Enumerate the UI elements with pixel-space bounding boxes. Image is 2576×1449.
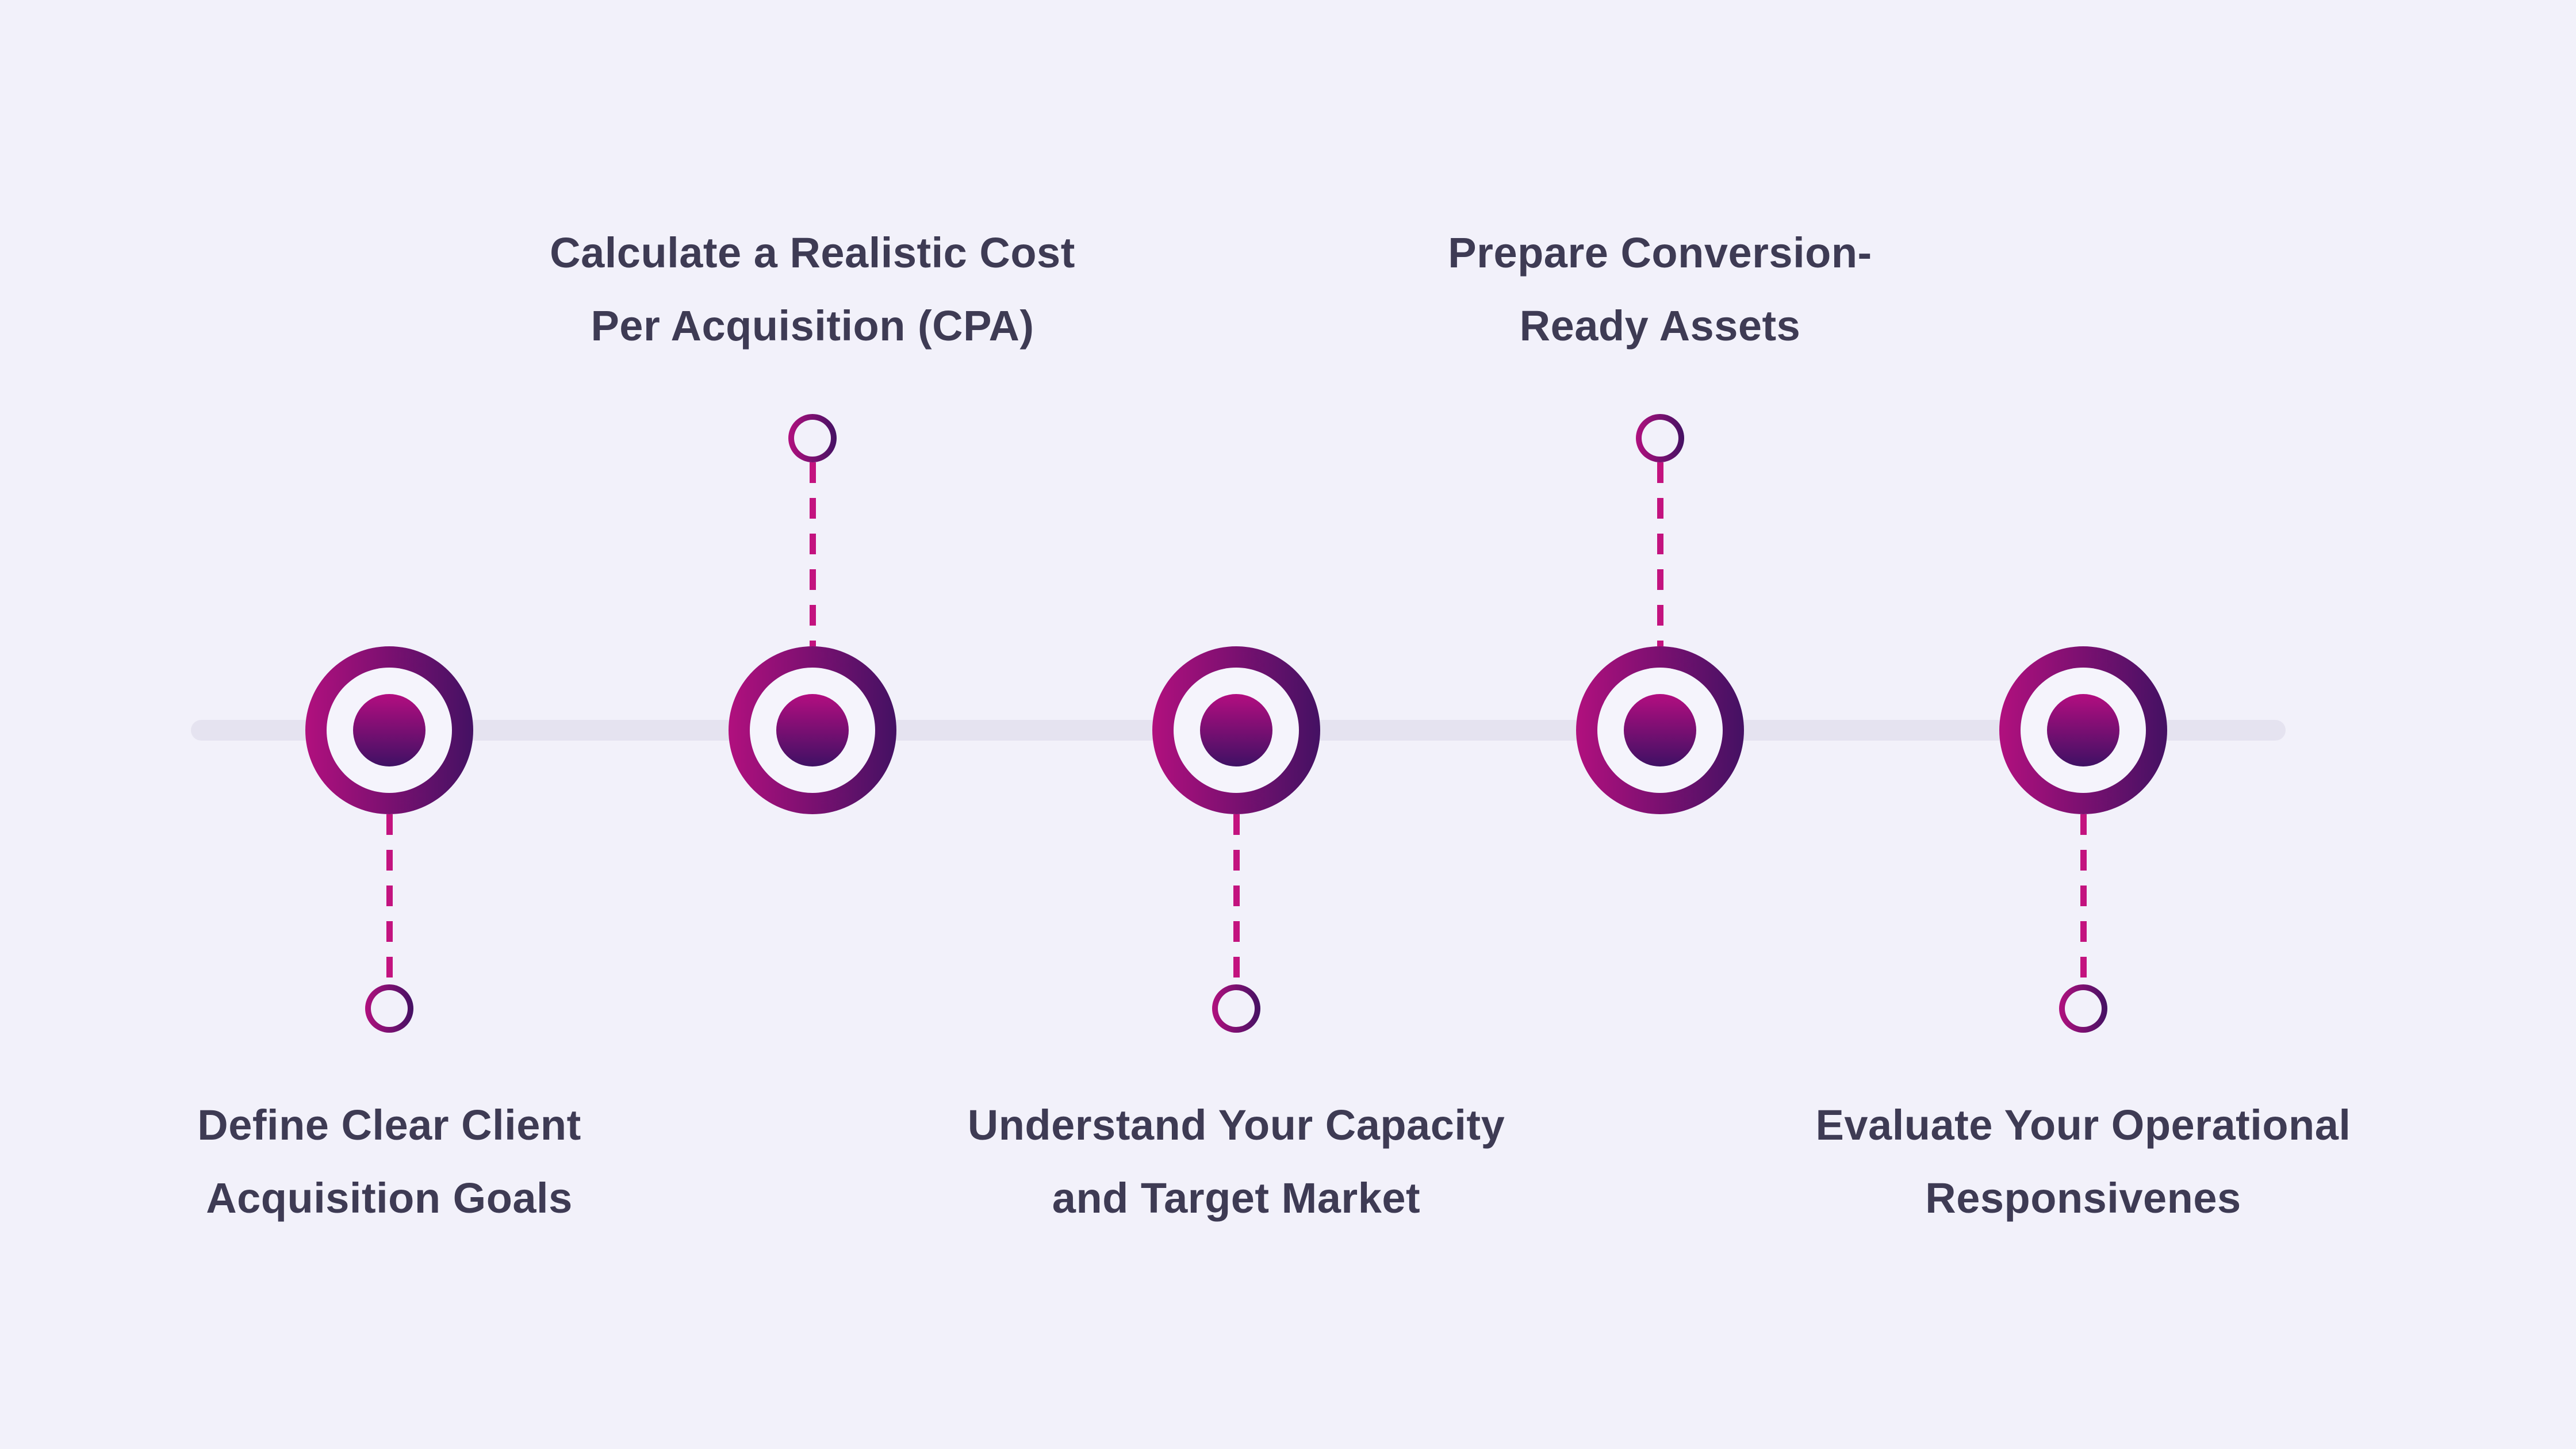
- step-label-line-2: Acquisition Goals: [206, 1174, 573, 1222]
- endpoint-inner: [794, 420, 831, 457]
- connector-endpoint-circle-icon: [365, 984, 413, 1033]
- step-label-line-2: Responsivenes: [1925, 1174, 2241, 1222]
- dashed-connector-line: [809, 462, 816, 646]
- step-label-line-2: Per Acquisition (CPA): [591, 302, 1034, 350]
- endpoint-inner: [2065, 990, 2102, 1027]
- dashed-connector-line: [386, 814, 393, 984]
- endpoint-inner: [1642, 420, 1678, 457]
- dashed-connector-line: [2080, 814, 2087, 984]
- timeline-node-icon: [729, 646, 896, 814]
- step-label-line-2: Ready Assets: [1519, 302, 1801, 350]
- step-label-line-1: Define Clear Client: [197, 1101, 581, 1149]
- timeline-node-icon: [305, 646, 473, 814]
- connector-endpoint-circle-icon: [2059, 984, 2107, 1033]
- step-label: Prepare Conversion- Ready Assets: [1258, 216, 2063, 362]
- endpoint-inner: [371, 990, 408, 1027]
- node-center-dot: [1200, 694, 1272, 766]
- dashed-connector-line: [1657, 462, 1663, 646]
- node-center-dot: [1624, 694, 1696, 766]
- node-center-dot: [353, 694, 425, 766]
- connector-endpoint-circle-icon: [1212, 984, 1260, 1033]
- step-label: Define Clear Client Acquisition Goals: [0, 1088, 792, 1235]
- connector-endpoint-circle-icon: [1636, 414, 1684, 462]
- node-center-dot: [776, 694, 849, 766]
- step-label-line-1: Prepare Conversion-: [1448, 229, 1872, 277]
- node-center-dot: [2047, 694, 2119, 766]
- endpoint-inner: [1218, 990, 1255, 1027]
- step-label: Understand Your Capacity and Target Mark…: [834, 1088, 1639, 1235]
- connector-endpoint-circle-icon: [788, 414, 837, 462]
- dashed-connector-line: [1233, 814, 1240, 984]
- timeline-node-icon: [1999, 646, 2167, 814]
- step-label: Calculate a Realistic Cost Per Acquisiti…: [410, 216, 1215, 362]
- step-label-line-1: Understand Your Capacity: [967, 1101, 1505, 1149]
- timeline-node-icon: [1152, 646, 1320, 814]
- step-label-line-1: Evaluate Your Operational: [1815, 1101, 2351, 1149]
- timeline-node-icon: [1576, 646, 1744, 814]
- step-label: Evaluate Your Operational Responsivenes: [1681, 1088, 2486, 1235]
- step-label-line-2: and Target Market: [1052, 1174, 1421, 1222]
- step-label-line-1: Calculate a Realistic Cost: [550, 229, 1075, 277]
